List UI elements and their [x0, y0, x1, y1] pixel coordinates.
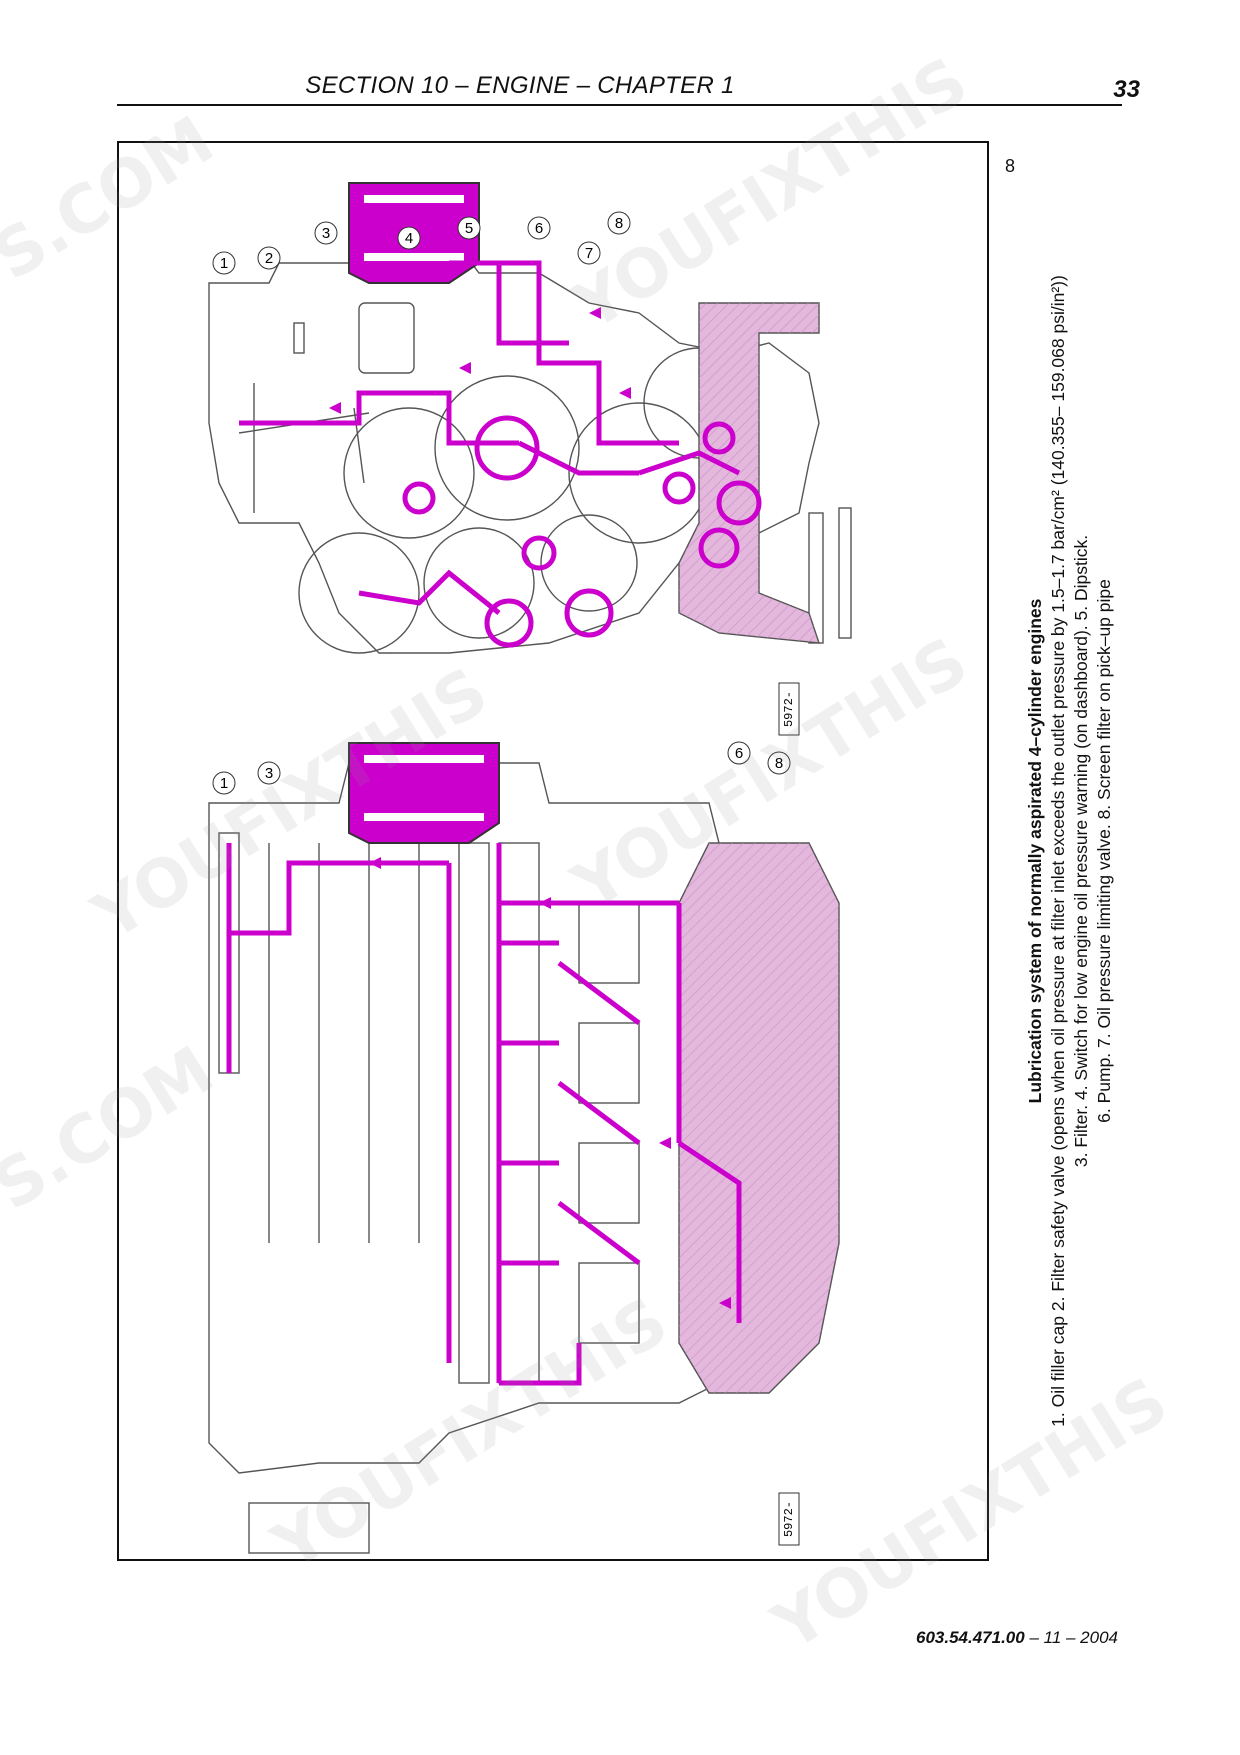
drawing-code-label: 5972-	[782, 691, 796, 727]
lower-drawing-code-box	[778, 1492, 800, 1546]
svg-text:2: 2	[265, 250, 273, 267]
svg-text:6: 6	[735, 745, 743, 762]
upper-callouts: 1 2 3 4 5 6 7 8	[212, 211, 631, 275]
page-number: 33	[1113, 76, 1140, 103]
footer-doc-code: 603.54.471.00	[916, 1628, 1025, 1647]
section-title: SECTION 10 – ENGINE – CHAPTER 1	[305, 72, 735, 99]
svg-text:1: 1	[220, 255, 228, 272]
lower-flow-arrows	[369, 857, 731, 1309]
svg-text:3: 3	[265, 765, 273, 782]
lower-oil-filter	[348, 742, 500, 844]
upper-oil-passages	[239, 260, 762, 648]
lower-callouts: 1 3 6 8	[212, 741, 791, 795]
upper-drawing-code-box	[778, 682, 800, 736]
svg-text:5: 5	[465, 220, 473, 237]
diagram-drawing: 1 2 3 4 5 6 7 8	[208, 182, 852, 1554]
footer-date: – 11 – 2004	[1029, 1628, 1118, 1647]
header-rule	[117, 104, 1122, 106]
caption-line-2: 3. Filter. 4. Switch for low engine oil …	[1071, 534, 1091, 1168]
caption-line-3: 6. Pump. 7. Oil pressure limiting valve.…	[1094, 579, 1114, 1123]
figure-caption: Lubrication system of normally aspirated…	[1018, 141, 1123, 1561]
lubrication-diagram: 1 2 3 4 5 6 7 8	[117, 141, 989, 1561]
svg-text:7: 7	[585, 245, 593, 262]
upper-flow-arrows	[329, 307, 631, 414]
svg-text:4: 4	[405, 230, 413, 247]
figure-number: 8	[1004, 156, 1015, 176]
svg-text:8: 8	[615, 215, 623, 232]
drawing-code-label: 5972-	[782, 1501, 796, 1537]
caption-rotated-block: Lubrication system of normally aspirated…	[1024, 141, 1116, 1561]
svg-text:3: 3	[322, 225, 330, 242]
footer: 603.54.471.00 – 11 – 2004	[700, 1628, 1118, 1648]
svg-text:1: 1	[220, 775, 228, 792]
caption-line-1: 1. Oil filler cap 2. Filter safety valve…	[1048, 275, 1068, 1427]
caption-title: Lubrication system of normally aspirated…	[1025, 598, 1045, 1104]
lower-oil-passages	[226, 843, 742, 1386]
svg-text:8: 8	[775, 755, 783, 772]
svg-text:6: 6	[535, 220, 543, 237]
